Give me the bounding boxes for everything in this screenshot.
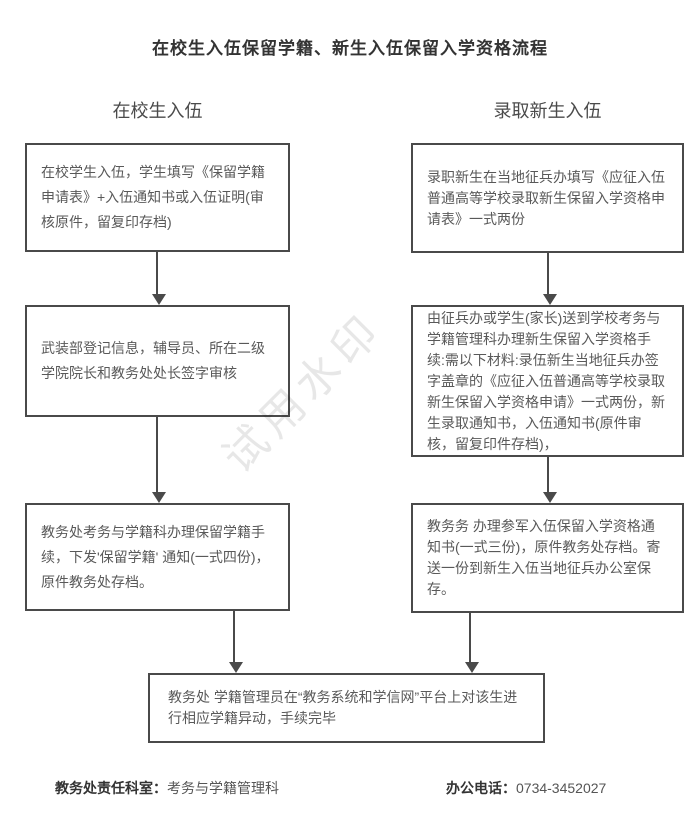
flow-arrow-left-3-final: [229, 611, 243, 673]
flow-arrow-left-2-3: [152, 417, 166, 503]
arrow-down-icon: [543, 492, 557, 503]
page-title: 在校生入伍保留学籍、新生入伍保留入学资格流程: [152, 39, 548, 58]
footer-phone-label: 办公电话：: [446, 780, 516, 796]
arrow-down-icon: [229, 662, 243, 673]
flow-step-text: 在校学生入伍，学生填写《保留学籍申请表》+入伍通知书或入伍证明(审核原件，留复印…: [41, 164, 265, 230]
flow-step-left-2: 武装部登记信息，辅导员、所在二级学院院长和教务处处长签字审核: [25, 305, 290, 417]
flow-step-text: 由征兵办或学生(家长)送到学校考务与学籍管理科办理新生保留入学资格手续:需以下材…: [427, 309, 665, 452]
footer-phone-value: 0734-3452027: [516, 780, 607, 796]
flow-step-text: 教务处考务与学籍科办理保留学籍手续，下发'保留学籍' 通知(一式四份)，原件教务…: [41, 523, 270, 590]
flow-step-text: 教务务 办理参军入伍保留入学资格通知书(一式三份)，原件教务处存档。寄送一份到新…: [427, 518, 661, 597]
flow-step-text: 武装部登记信息，辅导员、所在二级学院院长和教务处处长签字审核: [41, 340, 265, 381]
footer-department: 教务处责任科室：考务与学籍管理科: [55, 778, 279, 798]
arrow-down-icon: [152, 294, 166, 305]
footer-department-value: 考务与学籍管理科: [167, 780, 279, 796]
footer-phone: 办公电话：0734-3452027: [446, 778, 606, 798]
flow-arrow-right-3-final: [465, 613, 479, 673]
flow-step-right-3: 教务务 办理参军入伍保留入学资格通知书(一式三份)，原件教务处存档。寄送一份到新…: [411, 503, 684, 613]
flow-step-right-2: 由征兵办或学生(家长)送到学校考务与学籍管理科办理新生保留入学资格手续:需以下材…: [411, 305, 684, 457]
flow-step-right-1: 录职新生在当地征兵办填写《应征入伍普通高等学校录取新生保留入学资格申请表》一式两…: [411, 143, 684, 253]
left-column-header: 在校生入伍: [112, 101, 203, 121]
flow-step-text: 教务处 学籍管理员在“教务系统和学信网”平台上对该生进行相应学籍异动，手续完毕: [168, 689, 518, 726]
flow-arrow-right-1-2: [543, 253, 557, 305]
arrow-down-icon: [543, 294, 557, 305]
flow-step-left-1: 在校学生入伍，学生填写《保留学籍申请表》+入伍通知书或入伍证明(审核原件，留复印…: [25, 143, 290, 252]
flow-arrow-left-1-2: [152, 252, 166, 305]
footer-department-label: 教务处责任科室：: [55, 780, 167, 796]
flow-step-text: 录职新生在当地征兵办填写《应征入伍普通高等学校录取新生保留入学资格申请表》一式两…: [427, 168, 665, 227]
right-column-header: 录取新生入伍: [493, 101, 602, 121]
flow-step-left-3: 教务处考务与学籍科办理保留学籍手续，下发'保留学籍' 通知(一式四份)，原件教务…: [25, 503, 290, 611]
flow-step-final: 教务处 学籍管理员在“教务系统和学信网”平台上对该生进行相应学籍异动，手续完毕: [148, 673, 545, 743]
arrow-down-icon: [465, 662, 479, 673]
flow-arrow-right-2-3: [543, 457, 557, 503]
arrow-down-icon: [152, 492, 166, 503]
